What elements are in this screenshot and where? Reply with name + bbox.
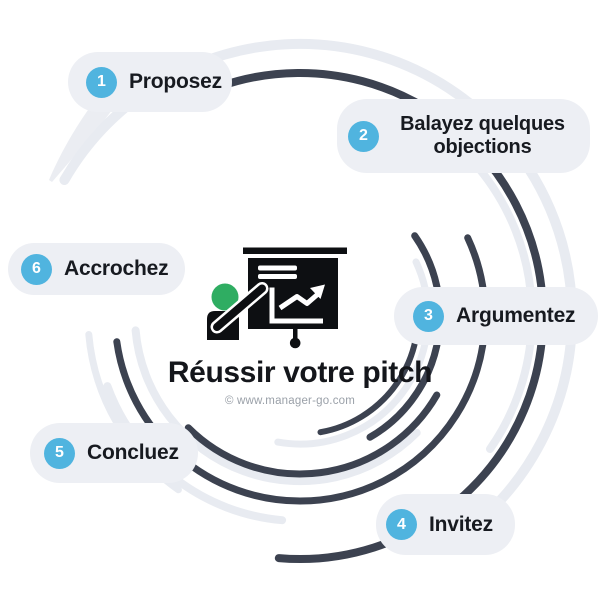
step-number-badge: 4 — [386, 509, 417, 540]
step-label: Proposez — [129, 70, 222, 93]
step-pill-3: 3 Argumentez — [394, 287, 598, 345]
presenter-chart-icon — [207, 247, 347, 349]
screen-top-bar — [243, 247, 347, 254]
presenter-arm — [210, 282, 269, 334]
step-label: Argumentez — [456, 304, 576, 327]
page-title: Réussir votre pitch — [167, 356, 433, 389]
pill-tail — [49, 110, 112, 182]
step-number-badge: 2 — [348, 120, 379, 152]
step-pill-1: 1 Proposez — [68, 52, 232, 112]
step-label: Invitez — [429, 512, 493, 536]
step-number-badge: 6 — [21, 253, 52, 285]
screen-text-lines — [258, 265, 297, 279]
spiral-arc — [184, 391, 441, 478]
step-pill-5: 5 Concluez — [30, 423, 198, 483]
spiral-arc — [366, 232, 444, 441]
step-pill-2: 2 Balayez quelques objections — [337, 99, 590, 173]
step-number-badge: 1 — [86, 66, 117, 98]
step-label: Accrochez — [64, 257, 169, 280]
pull-cord — [289, 329, 301, 349]
chart-axes-icon — [269, 287, 323, 324]
step-pill-6: 6 Accrochez — [8, 243, 185, 295]
step-label: Balayez quelques objections — [400, 113, 565, 158]
rising-arrow-icon — [278, 284, 325, 311]
spiral-arc — [131, 326, 421, 486]
presenter-head — [211, 283, 239, 311]
step-label: Concluez — [87, 441, 179, 464]
copyright-text: © www.manager-go.com — [224, 395, 356, 407]
step-number-badge: 3 — [413, 300, 444, 332]
step-pill-4: 4 Invitez — [376, 494, 515, 555]
step-number-badge: 5 — [44, 437, 75, 469]
